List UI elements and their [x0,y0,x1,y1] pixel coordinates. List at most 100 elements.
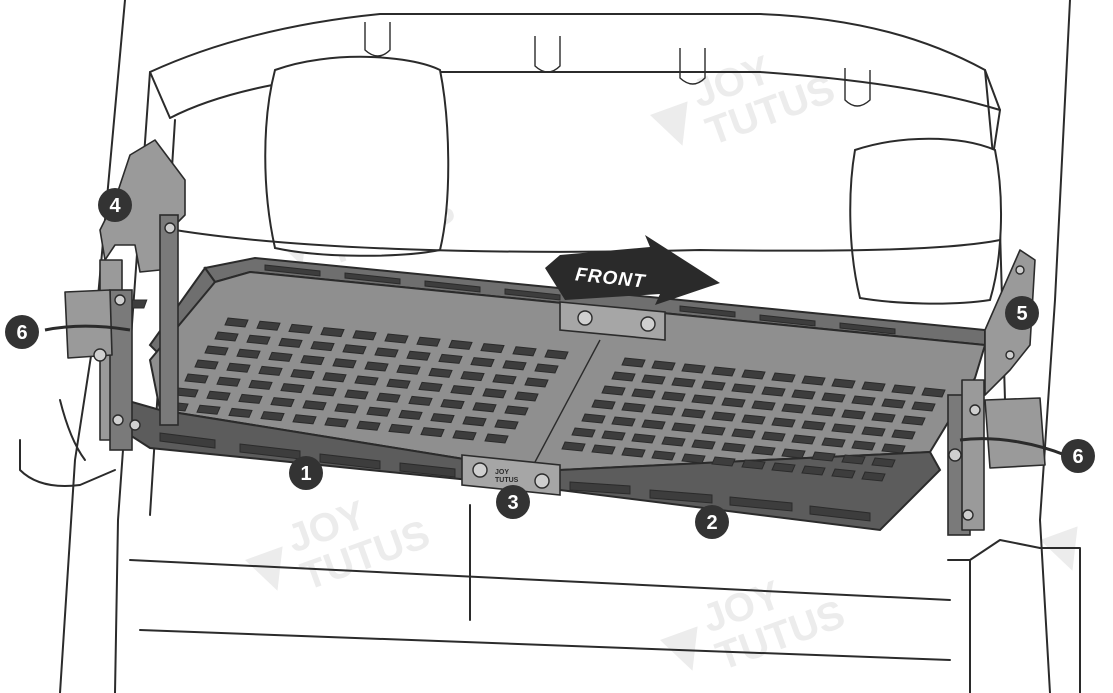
tray-slot [741,459,766,470]
tray-slot [711,411,736,422]
callout-6-left: 6 [5,315,39,349]
tray-slot [581,413,606,424]
tray-slot [246,334,271,345]
tray-slot [366,406,391,417]
tray-slot [771,462,796,473]
tray-slot [741,369,766,380]
tray-slot [921,387,946,398]
tray-slot [811,406,836,417]
tray-slot [831,423,856,434]
tray-slot [901,415,926,426]
tray-slot [761,431,786,442]
seat-right [849,137,1002,305]
tray-slot [631,388,656,399]
callout-2: 2 [695,505,729,539]
tray-slot [228,407,253,418]
tray-slot [514,391,539,402]
tray-slot [561,441,586,452]
tray-slot [184,373,209,384]
tray-slot [430,413,455,424]
svg-text:6: 6 [16,322,27,344]
tray-slot [721,442,746,453]
watermark-logo: JOY TUTUS [660,573,851,679]
watermark-logo: JOY TUTUS [650,48,841,154]
svg-text:1: 1 [300,463,311,485]
tray-slot [438,353,463,364]
tray-slot [354,375,379,386]
tray-slot [861,471,886,482]
tray-slot [224,317,249,328]
tray-slot [462,416,487,427]
tray-slot [851,440,876,451]
tray-slot [891,429,916,440]
tray-slot [621,402,646,413]
plate-logo: TUTUS [495,477,519,484]
tray-slot [300,355,325,366]
tray-slot [216,376,241,387]
tray-slot [196,404,221,415]
tray-slot [791,434,816,445]
tray-slot [701,380,726,391]
tray-slot [841,454,866,465]
tray-slot [871,412,896,423]
tray-slot [651,450,676,461]
tray-slot [651,360,676,371]
tray-slot [721,397,746,408]
tray-slot [571,427,596,438]
tray-slot [364,361,389,372]
tray-slot [871,457,896,468]
tray-slot [472,402,497,413]
tray-slot [428,367,453,378]
tray-slot [214,331,239,342]
tray-slot [332,358,357,369]
tray-slot [494,419,519,430]
svg-text:4: 4 [109,195,121,217]
tray-slot [334,403,359,414]
seat-left [264,55,450,257]
tray-slot [248,379,273,390]
tray-slot [388,423,413,434]
tray-slot [641,419,666,430]
tray-slot [344,389,369,400]
tray-slot [731,383,756,394]
tray-slot [801,465,826,476]
tray-slot [681,408,706,419]
tray-slot [821,392,846,403]
tray-slot [484,433,509,444]
tray-slot [396,364,421,375]
tray-slot [502,360,527,371]
tray-slot [236,348,261,359]
tray-slot [831,468,856,479]
tray-slot [408,395,433,406]
tray-slot [641,374,666,385]
tray-slot [226,362,251,373]
tray-slot [831,378,856,389]
tray-slot [374,347,399,358]
tray-slot [631,433,656,444]
callout-6-right: 6 [1061,439,1095,473]
tray-slot [671,422,696,433]
tray-slot [322,372,347,383]
tray-slot [470,357,495,368]
tray-slot [512,346,537,357]
tray-slot [310,341,335,352]
tray-slot [352,330,377,341]
tray-slot [278,337,303,348]
tray-slot [448,339,473,350]
tray-slot [204,345,229,356]
tray-slot [482,388,507,399]
tray-slot [302,400,327,411]
tray-slot [751,445,776,456]
tray-slot-grid [164,317,946,482]
tray-slot [661,391,686,402]
tray-slot [601,430,626,441]
tray-slot [270,397,295,408]
tray-slot [418,381,443,392]
tray-slot [611,416,636,427]
tray-slot [851,395,876,406]
left-mounting-bracket [44,139,186,451]
tray-slot [356,420,381,431]
tray-slot [911,401,936,412]
svg-text:3: 3 [507,492,518,514]
tray-slot [711,366,736,377]
